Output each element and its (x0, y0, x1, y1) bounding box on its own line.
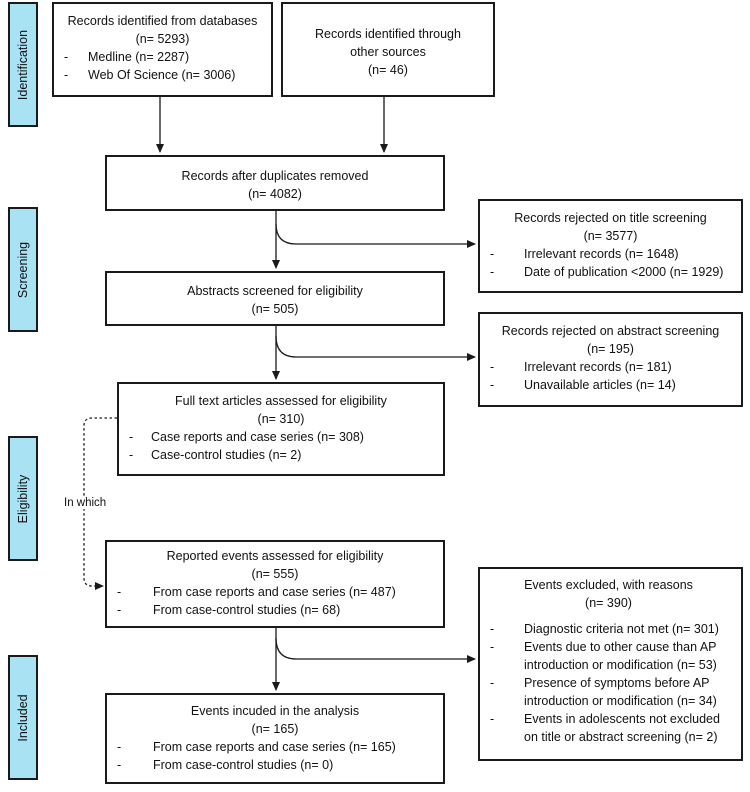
box-events-excluded: Events excluded, with reasons (n= 390) D… (478, 567, 743, 761)
arrow-to-rejected-abstract (275, 335, 476, 361)
box-reported-events: Reported events assessed for eligibility… (105, 540, 445, 628)
box-full-text-articles: Full text articles assessed for eligibil… (117, 382, 445, 476)
annotation-in-which: In which (62, 497, 109, 509)
arrow-to-events-excluded (275, 637, 476, 663)
box-after-duplicates: Records after duplicates removed (n= 408… (105, 155, 445, 211)
box-abstracts-screened: Abstracts screened for eligibility (n= 5… (105, 271, 445, 326)
arrow-to-rejected-title (275, 223, 476, 248)
phase-screening: Screening (8, 207, 38, 332)
box-events-included: Events incuded in the analysis (n= 165) … (105, 693, 445, 784)
box-rejected-title: Records rejected on title screening (n= … (478, 199, 743, 293)
box-records-databases: Records identified from databases (n= 52… (52, 2, 273, 97)
phase-included: Included (8, 655, 38, 780)
box-rejected-abstract: Records rejected on abstract screening (… (478, 312, 743, 407)
phase-identification: Identification (8, 2, 38, 127)
box-other-sources: Records identified through other sources… (281, 2, 495, 97)
phase-eligibility: Eligibility (8, 436, 38, 561)
